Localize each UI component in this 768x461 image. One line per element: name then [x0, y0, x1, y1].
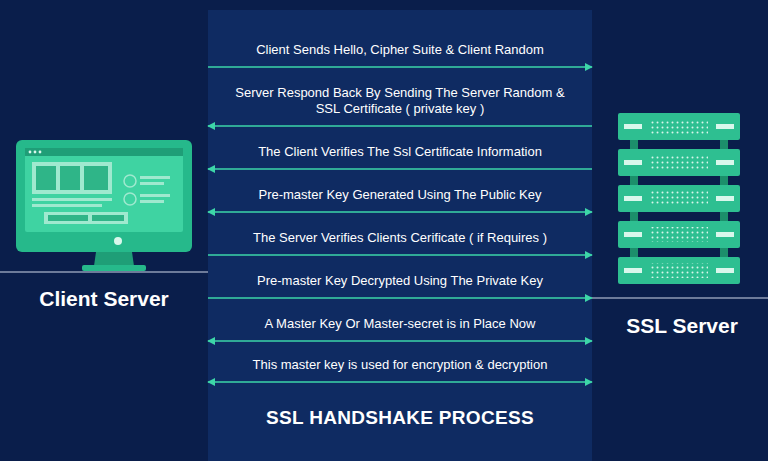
step-label: Server Respond Back By Sending The Serve…: [232, 85, 568, 117]
message-arrow: [208, 381, 592, 382]
server-node: SSL Server: [592, 0, 768, 461]
message-arrow: [208, 125, 592, 126]
step-label: The Client Verifies The Ssl Certificate …: [255, 144, 545, 160]
message-arrow: [208, 254, 592, 255]
step-label: Pre-master Key Generated Using The Publi…: [255, 187, 544, 203]
center-panel: [208, 10, 592, 461]
message-arrow: [208, 297, 592, 298]
step-label: This master key is used for encryption &…: [250, 357, 551, 373]
step-label: Pre-master Key Decrypted Using The Priva…: [254, 273, 546, 289]
step-label: Client Sends Hello, Cipher Suite & Clien…: [253, 42, 547, 58]
diagram-title: SSL HANDSHAKE PROCESS: [266, 407, 534, 429]
server-node: Client Server: [0, 0, 208, 461]
monitor-icon: [16, 140, 192, 271]
message-arrow: [208, 211, 592, 212]
node-label: SSL Server: [626, 314, 738, 338]
step-label: The Server Verifies Clients Cerificate (…: [250, 230, 550, 246]
node-label: Client Server: [39, 287, 169, 311]
message-arrow: [208, 340, 592, 341]
message-arrow: [208, 168, 592, 169]
divider-line: [0, 271, 208, 272]
step-label: A Master Key Or Master-secret is in Plac…: [262, 316, 539, 332]
divider-line: [592, 297, 768, 298]
server-rack-icon: [618, 113, 740, 284]
message-arrow: [208, 66, 592, 67]
